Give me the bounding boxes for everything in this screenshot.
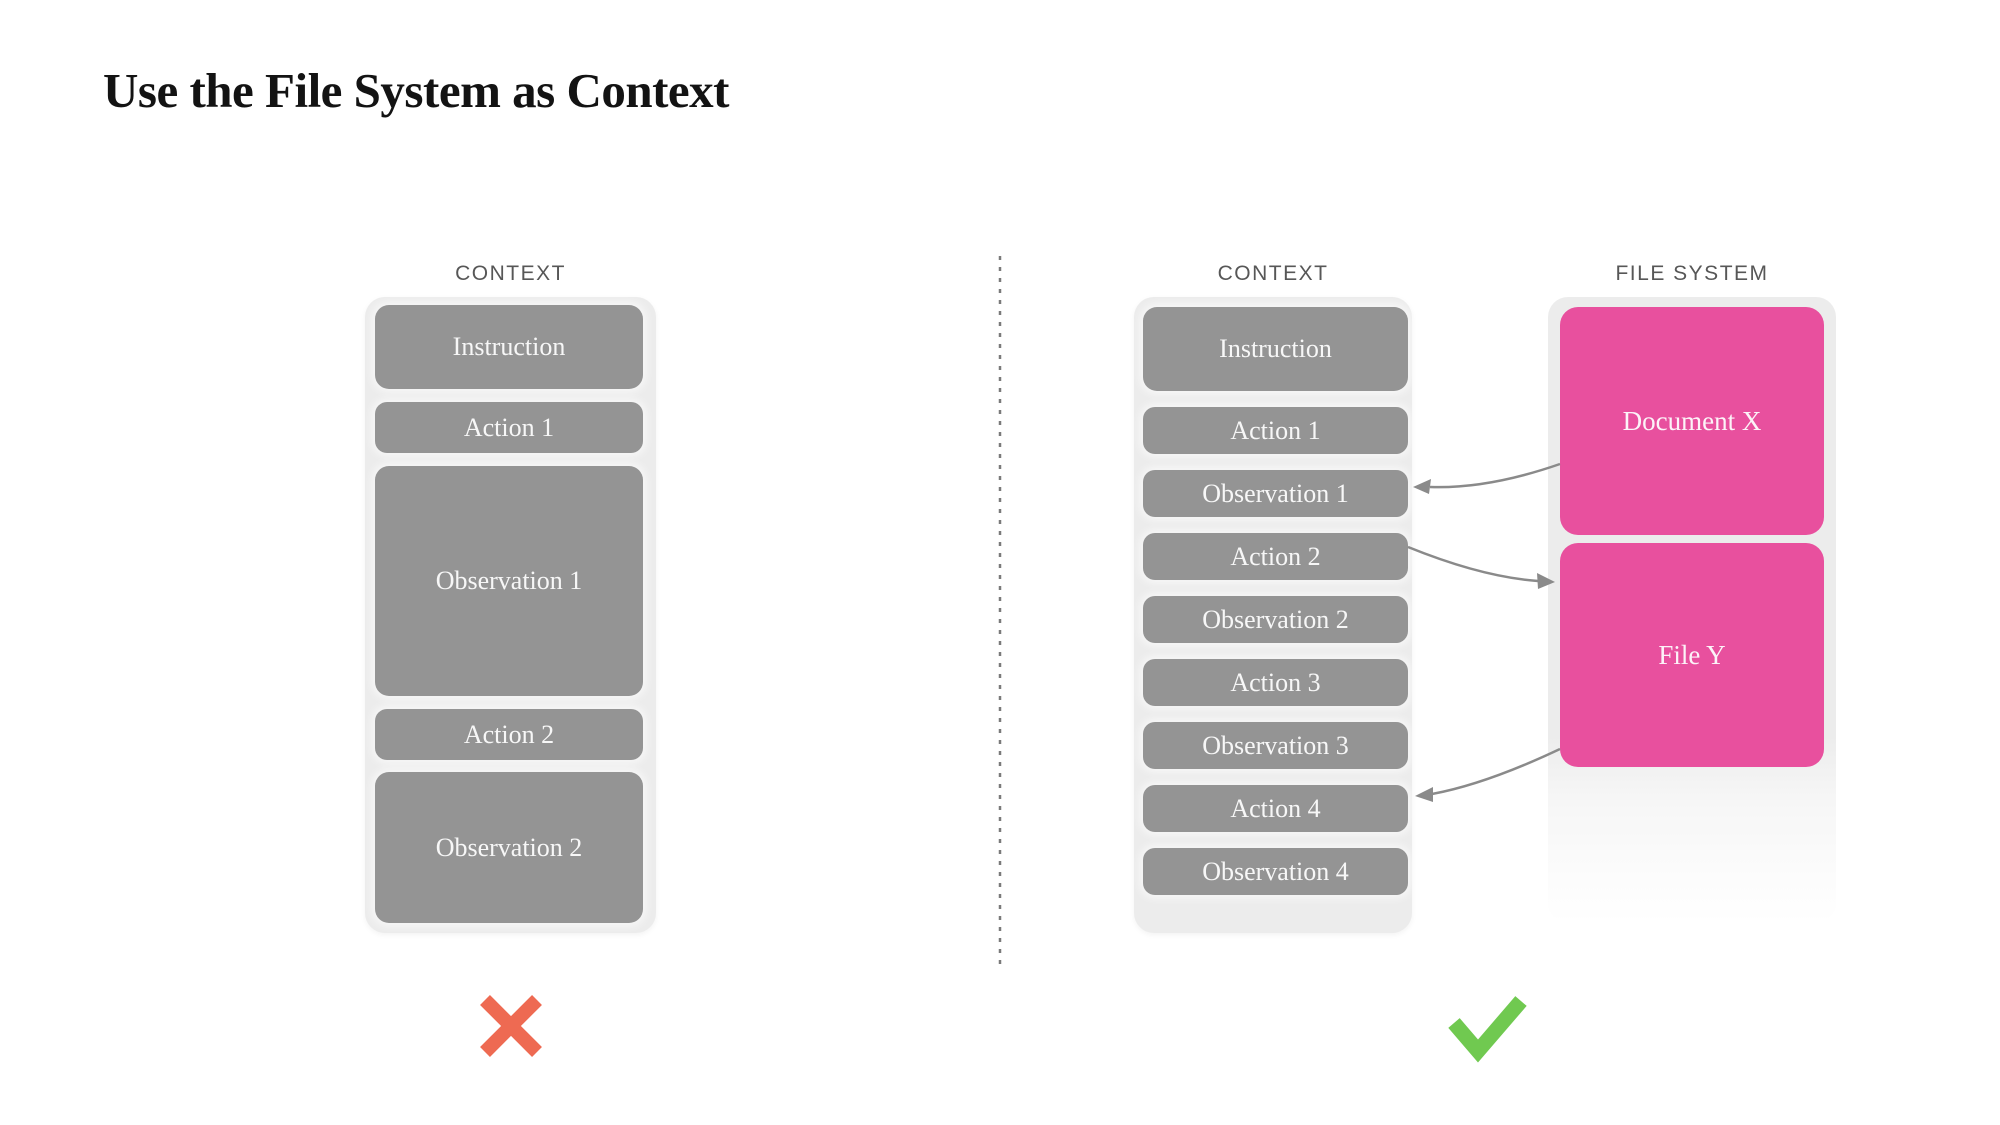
good-context-column-label: CONTEXT bbox=[1217, 262, 1329, 285]
good-box-observation-1: Observation 1 bbox=[1143, 470, 1408, 517]
bad-context-panel: Instruction Action 1 Observation 1 Actio… bbox=[365, 297, 656, 933]
bad-box-observation-2: Observation 2 bbox=[375, 772, 643, 923]
file-document-x: Document X bbox=[1560, 307, 1824, 535]
bad-box-action-2: Action 2 bbox=[375, 709, 643, 760]
bad-box-observation-1: Observation 1 bbox=[375, 466, 643, 696]
check-icon bbox=[1448, 996, 1527, 1063]
good-context-panel: Instruction Action 1 Observation 1 Actio… bbox=[1134, 297, 1412, 933]
bad-context-column-label: CONTEXT bbox=[455, 262, 566, 285]
good-box-observation-3: Observation 3 bbox=[1143, 722, 1408, 769]
bad-box-instruction: Instruction bbox=[375, 305, 643, 389]
bad-box-action-1: Action 1 bbox=[375, 402, 643, 453]
good-box-instruction: Instruction bbox=[1143, 307, 1408, 391]
good-box-action-3: Action 3 bbox=[1143, 659, 1408, 706]
arrow-action-2-to-file-y bbox=[1407, 545, 1555, 589]
good-box-action-2: Action 2 bbox=[1143, 533, 1408, 580]
arrow-file-y-to-action-4 bbox=[1415, 747, 1561, 802]
good-box-action-1: Action 1 bbox=[1143, 407, 1408, 454]
arrow-document-x-to-observation-1 bbox=[1413, 462, 1561, 494]
file-system-column-label: FILE SYSTEM bbox=[1615, 262, 1769, 285]
file-file-y: File Y bbox=[1560, 543, 1824, 767]
file-system-panel: Document X File Y bbox=[1548, 297, 1836, 923]
cross-icon bbox=[480, 995, 542, 1057]
good-box-action-4: Action 4 bbox=[1143, 785, 1408, 832]
good-box-observation-2: Observation 2 bbox=[1143, 596, 1408, 643]
page-title: Use the File System as Context bbox=[103, 63, 729, 118]
good-box-observation-4: Observation 4 bbox=[1143, 848, 1408, 895]
